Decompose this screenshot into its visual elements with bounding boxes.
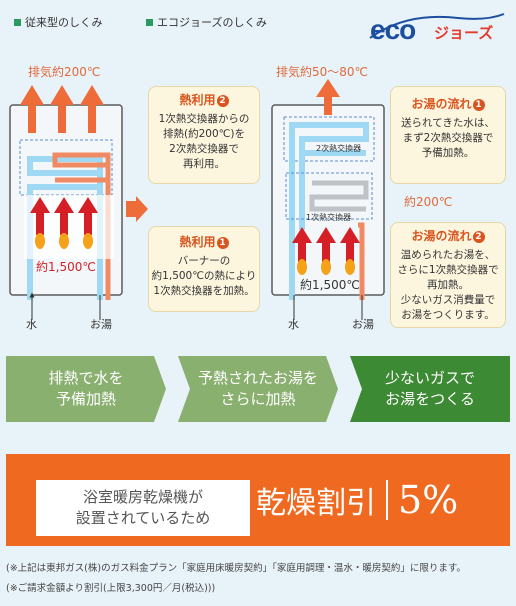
secondary-heat-exchanger-label: 2次熱交換器 <box>316 144 362 153</box>
discount-value: 5% <box>398 478 459 522</box>
eco-section-label: エコジョーズのしくみ <box>146 14 267 30</box>
callout-line: 予備加熱。 <box>421 147 475 159</box>
eco-mid-temp: 約200℃ <box>404 195 453 209</box>
callout-line: 少ないガス消費量で <box>400 294 496 306</box>
callout-line: 1次熱交換器からの <box>158 113 250 125</box>
ecojozu-logo: eco ジョーズ <box>366 8 508 48</box>
callout-line: 約1,500℃の熱により <box>151 270 257 282</box>
step-text: さらに加熱 <box>220 390 296 408</box>
burner-heat-arrows-icon <box>292 227 360 265</box>
banner-condition-line: 浴室暖房乾燥機が <box>82 488 203 506</box>
burner-heat-arrows-icon <box>30 197 98 235</box>
number-badge: 2 <box>472 231 485 243</box>
callout-line: 排熱(約200℃)を <box>162 128 246 140</box>
transition-arrow-icon <box>126 196 148 222</box>
flame-icon <box>297 259 355 275</box>
conventional-section-label: 従来型のしくみ <box>14 14 102 30</box>
number-badge: 2 <box>216 95 229 107</box>
square-bullet-icon <box>146 18 153 26</box>
eco-exhaust-temp: 排気約50～80℃ <box>276 65 369 79</box>
logo-suffix-text: ジョーズ <box>434 24 494 42</box>
conventional-hot-water-label: お湯 <box>90 318 112 331</box>
number-badge: 1 <box>216 237 229 249</box>
callout-title: 熱利用 <box>179 93 216 107</box>
discount-text: 乾燥割引 5% <box>256 478 458 522</box>
callout-line: さらに1次熱交換器で <box>397 264 499 276</box>
exhaust-arrows-icon <box>20 85 104 133</box>
callout-line: バーナーの <box>177 255 231 267</box>
number-badge: 1 <box>472 99 485 111</box>
eco-label-text: エコジョーズのしくみ <box>157 16 267 29</box>
conventional-exhaust-temp: 排気約200℃ <box>28 65 101 79</box>
primary-heat-exchanger-label: 1次熱交換器 <box>306 213 352 222</box>
flame-icon <box>35 233 93 249</box>
callout-line: 1次熱交換器を加熱。 <box>153 285 255 297</box>
eco-diagram <box>271 79 385 320</box>
callout-line: 再利用。 <box>183 158 225 170</box>
callout-title: お湯の流れ <box>411 97 472 111</box>
logo-eco-text: eco <box>370 14 416 45</box>
step-text: 少ないガスで <box>384 369 475 387</box>
discount-label: 乾燥割引 <box>256 486 376 521</box>
conventional-label-text: 従来型のしくみ <box>25 16 103 29</box>
step-text: 予熱されたお湯を <box>197 369 318 387</box>
callout-line: 送られてきた水は、 <box>401 117 495 129</box>
callout-line: まず2次熱交換器で <box>402 132 494 144</box>
discount-banner: 浴室暖房乾燥機が設置されているため 乾燥割引 5% <box>6 454 510 546</box>
step-reheat: 予熱されたお湯をさらに加熱 <box>178 356 338 422</box>
eco-burner-temp: 約1,500℃ <box>300 278 360 292</box>
eco-water-label: 水 <box>288 318 299 331</box>
conventional-water-label: 水 <box>26 318 37 331</box>
callout-line: 温められたお湯を、 <box>400 249 496 261</box>
banner-condition-line: 設置されているため <box>75 509 211 527</box>
callout-line: お湯をつくります。 <box>401 309 495 321</box>
step-text: 予備加熱 <box>55 390 116 408</box>
square-bullet-icon <box>14 18 21 26</box>
callout-title: 熱利用 <box>179 235 216 249</box>
footnote: (※ご請求金額より割引(上限3,300円／月(税込))) <box>6 583 216 594</box>
conventional-diagram <box>9 85 123 320</box>
exhaust-arrow-icon <box>316 79 340 115</box>
callout-title: お湯の流れ <box>411 229 472 243</box>
callout-line: 2次熱交換器で <box>169 143 239 155</box>
step-less-gas: 少ないガスでお湯をつくる <box>350 356 510 422</box>
step-text: お湯をつくる <box>385 390 475 408</box>
divider <box>386 480 388 520</box>
callout-line: 再加熱。 <box>427 279 469 291</box>
footnote: (※上記は東邦ガス(株)のガス料金プラン「家庭用床暖房契約」「家庭用調理・温水・… <box>6 563 466 574</box>
step-preheat: 排熱で水を予備加熱 <box>6 356 166 422</box>
eco-hot-water-label: お湯 <box>352 318 374 331</box>
conventional-burner-temp: 約1,500℃ <box>36 260 96 274</box>
step-text: 排熱で水を <box>48 369 124 387</box>
banner-condition-box: 浴室暖房乾燥機が設置されているため <box>36 480 250 536</box>
